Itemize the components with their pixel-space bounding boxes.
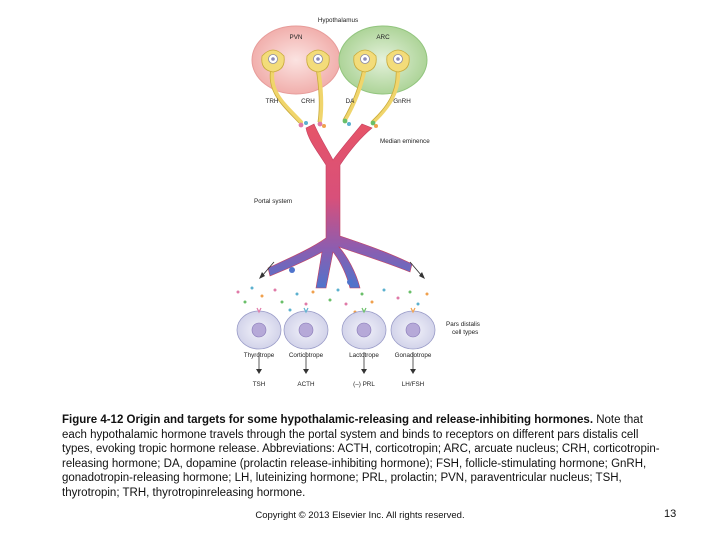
caption-body: Note that each hypothalamic hormone trav… <box>62 414 660 499</box>
caption-title: Figure 4-12 Origin and targets for some … <box>62 414 594 426</box>
neuron-crh <box>306 49 330 73</box>
output-label-tsh: TSH <box>253 381 266 388</box>
pvn-label: PVN <box>290 34 303 41</box>
neuron-gnrh <box>386 49 410 73</box>
portal-vessel <box>267 123 413 289</box>
cell-label-thyrotrope: Thyrotrope <box>244 352 275 359</box>
cell-lactotrope <box>341 307 387 374</box>
cell-corticotrope <box>283 307 329 374</box>
diagram-svg: Hypothalamus PVN ARC <box>236 17 480 388</box>
arrow-head-right <box>419 272 425 279</box>
arc-label: ARC <box>376 34 390 41</box>
hypothalamic-portal-diagram: Hypothalamus PVN ARC <box>236 17 480 388</box>
portal-arrows <box>261 261 423 277</box>
cell-gonadotrope <box>390 307 436 374</box>
neuron-axons <box>270 66 401 124</box>
cell-label-corticotrope: Corticotrope <box>289 352 324 359</box>
hypothalamus-label: Hypothalamus <box>318 17 358 24</box>
pars-distalis-label-line2: cell types <box>452 329 478 336</box>
portal-system-label: Portal system <box>254 198 292 205</box>
output-label-prl: (–) PRL <box>353 381 375 388</box>
figure-caption: Figure 4-12 Origin and targets for some … <box>62 413 662 500</box>
median-eminence-label: Median eminence <box>380 138 430 145</box>
pars-distalis-label-line1: Pars distalis <box>446 321 480 328</box>
hormone-label-da: DA <box>346 98 356 105</box>
cell-label-lactotrope: Lactotrope <box>349 352 379 359</box>
nerve-terminals <box>298 118 378 128</box>
cell-thyrotrope <box>236 307 282 374</box>
copyright-notice: Copyright © 2013 Elsevier Inc. All right… <box>255 510 465 521</box>
neuron-da <box>353 49 377 73</box>
hormone-molecules <box>236 286 429 314</box>
page-number: 13 <box>664 508 677 520</box>
hormone-label-trh: TRH <box>266 98 279 105</box>
neuron-trh <box>261 49 285 73</box>
neuron-axon-outlines <box>269 67 397 124</box>
arrow-head-left <box>259 272 265 279</box>
hormone-label-crh: CRH <box>301 98 315 105</box>
cell-label-gonadotrope: Gonadotrope <box>395 352 432 359</box>
arc-nucleus: ARC <box>338 25 428 95</box>
output-label-acth: ACTH <box>297 381 315 388</box>
hormone-label-gnrh: GnRH <box>393 98 411 105</box>
output-label-lh-fsh: LH/FSH <box>402 381 425 388</box>
